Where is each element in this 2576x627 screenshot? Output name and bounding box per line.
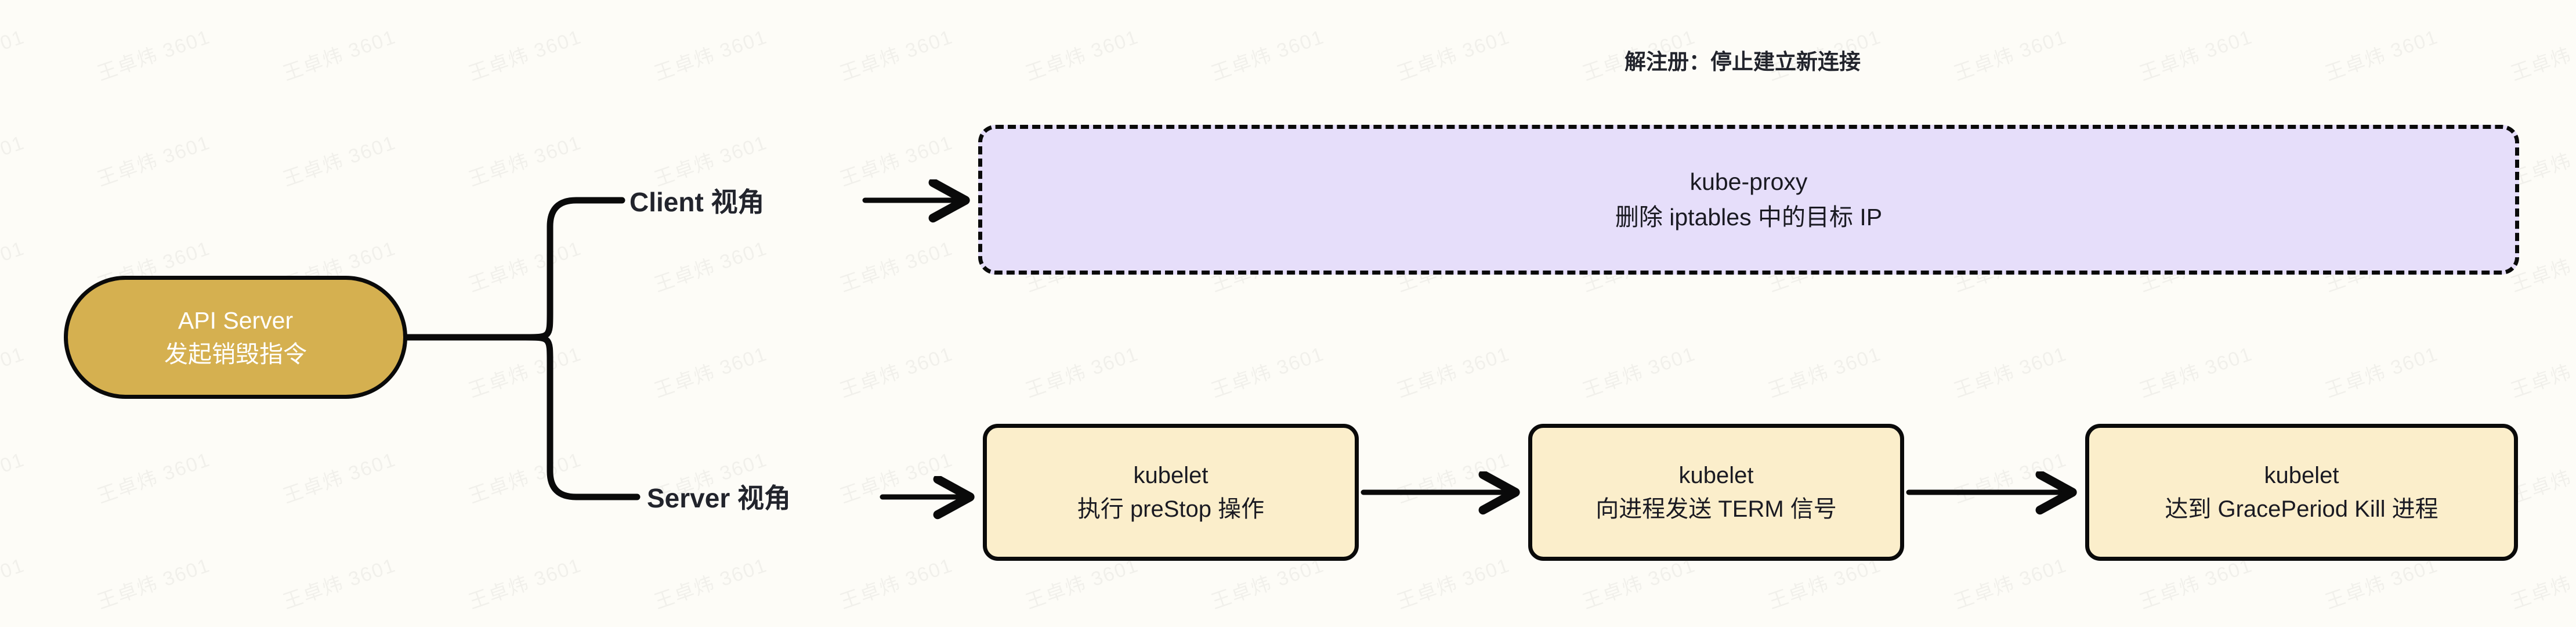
edge-fork-lower (522, 334, 641, 500)
watermark-text: 王卓炜 3601 (464, 232, 585, 297)
watermark-text: 王卓炜 3601 (1578, 338, 1699, 403)
watermark-text: 王卓炜 3601 (0, 549, 28, 614)
node-kube-proxy-title: kube-proxy (1689, 168, 1808, 196)
watermark-text: 王卓炜 3601 (2506, 338, 2576, 403)
branch-label-server: Server 视角 (647, 483, 791, 513)
watermark-text: 王卓炜 3601 (1392, 338, 1513, 403)
watermark-text: 王卓炜 3601 (1021, 21, 1142, 86)
watermark-text: 王卓炜 3601 (278, 127, 399, 192)
watermark-text: 王卓炜 3601 (2321, 21, 2441, 86)
watermark-text: 王卓炜 3601 (278, 549, 399, 614)
node-kubelet-graceperiod-kill-subtitle: 达到 GracePeriod Kill 进程 (2165, 496, 2438, 522)
watermark-text: 王卓炜 3601 (835, 338, 956, 403)
node-kubelet-graceperiod-kill-title: kubelet (2264, 463, 2339, 488)
watermark-text: 王卓炜 3601 (1207, 21, 1327, 86)
watermark-text: 王卓炜 3601 (1949, 338, 2070, 403)
watermark-text: 王卓炜 3601 (93, 127, 214, 192)
watermark-text: 王卓炜 3601 (93, 21, 214, 86)
node-api-server[interactable]: API Server 发起销毁指令 (64, 276, 407, 399)
watermark-text: 王卓炜 3601 (1949, 549, 2070, 614)
deregister-caption: 解注册：停止建立新连接 (1625, 50, 1861, 74)
node-kubelet-term-signal-subtitle: 向进程发送 TERM 信号 (1595, 496, 1837, 522)
node-api-server-subtitle: 发起销毁指令 (164, 341, 307, 367)
watermark-text: 王卓炜 3601 (278, 444, 399, 509)
watermark-text: 王卓炜 3601 (1207, 338, 1327, 403)
watermark-text: 王卓炜 3601 (0, 21, 28, 86)
watermark-text: 王卓炜 3601 (835, 444, 956, 509)
watermark-text: 王卓炜 3601 (2135, 21, 2256, 86)
watermark-text: 王卓炜 3601 (0, 232, 28, 297)
watermark-text: 王卓炜 3601 (2321, 338, 2441, 403)
node-kubelet-prestop[interactable]: kubelet 执行 preStop 操作 (983, 424, 1359, 561)
node-kubelet-prestop-subtitle: 执行 preStop 操作 (1077, 496, 1265, 522)
watermark-text: 王卓炜 3601 (0, 338, 28, 403)
edge-fork-upper (522, 197, 625, 341)
watermark-text: 王卓炜 3601 (464, 21, 585, 86)
watermark-text: 王卓炜 3601 (278, 21, 399, 86)
watermark-text: 王卓炜 3601 (464, 127, 585, 192)
watermark-text: 王卓炜 3601 (835, 21, 956, 86)
watermark-text: 王卓炜 3601 (1949, 21, 2070, 86)
watermark-text: 王卓炜 3601 (1949, 444, 2070, 509)
watermark-text: 王卓炜 3601 (1392, 549, 1513, 614)
watermark-text: 王卓炜 3601 (650, 21, 770, 86)
watermark-text: 王卓炜 3601 (464, 338, 585, 403)
watermark-text: 王卓炜 3601 (2506, 21, 2576, 86)
watermark-text: 王卓炜 3601 (835, 127, 956, 192)
watermark-text: 王卓炜 3601 (464, 549, 585, 614)
watermark-text: 王卓炜 3601 (835, 232, 956, 297)
watermark-text: 王卓炜 3601 (1392, 444, 1513, 509)
watermark-text: 王卓炜 3601 (0, 444, 28, 509)
watermark-text: 王卓炜 3601 (2135, 338, 2256, 403)
node-kube-proxy-subtitle: 删除 iptables 中的目标 IP (1615, 204, 1883, 230)
watermark-text: 王卓炜 3601 (1021, 338, 1142, 403)
watermark-text: 王卓炜 3601 (2506, 549, 2576, 614)
node-api-server-title: API Server (178, 307, 294, 334)
watermark-text: 王卓炜 3601 (1392, 21, 1513, 86)
node-kubelet-graceperiod-kill[interactable]: kubelet 达到 GracePeriod Kill 进程 (2085, 424, 2518, 561)
watermark-text: 王卓炜 3601 (0, 127, 28, 192)
watermark-text: 王卓炜 3601 (464, 444, 585, 509)
node-kubelet-term-signal[interactable]: kubelet 向进程发送 TERM 信号 (1528, 424, 1904, 561)
branch-label-client: Client 视角 (629, 187, 765, 217)
node-kubelet-prestop-title: kubelet (1133, 463, 1209, 488)
watermark-text: 王卓炜 3601 (93, 444, 214, 509)
node-kube-proxy[interactable]: kube-proxy 删除 iptables 中的目标 IP (978, 125, 2519, 275)
watermark-text: 王卓炜 3601 (835, 549, 956, 614)
watermark-text: 王卓炜 3601 (650, 338, 770, 403)
node-kubelet-term-signal-title: kubelet (1678, 463, 1754, 488)
watermark-text: 王卓炜 3601 (650, 232, 770, 297)
watermark-text: 王卓炜 3601 (650, 549, 770, 614)
watermark-text: 王卓炜 3601 (93, 549, 214, 614)
watermark-text: 王卓炜 3601 (1764, 338, 1884, 403)
